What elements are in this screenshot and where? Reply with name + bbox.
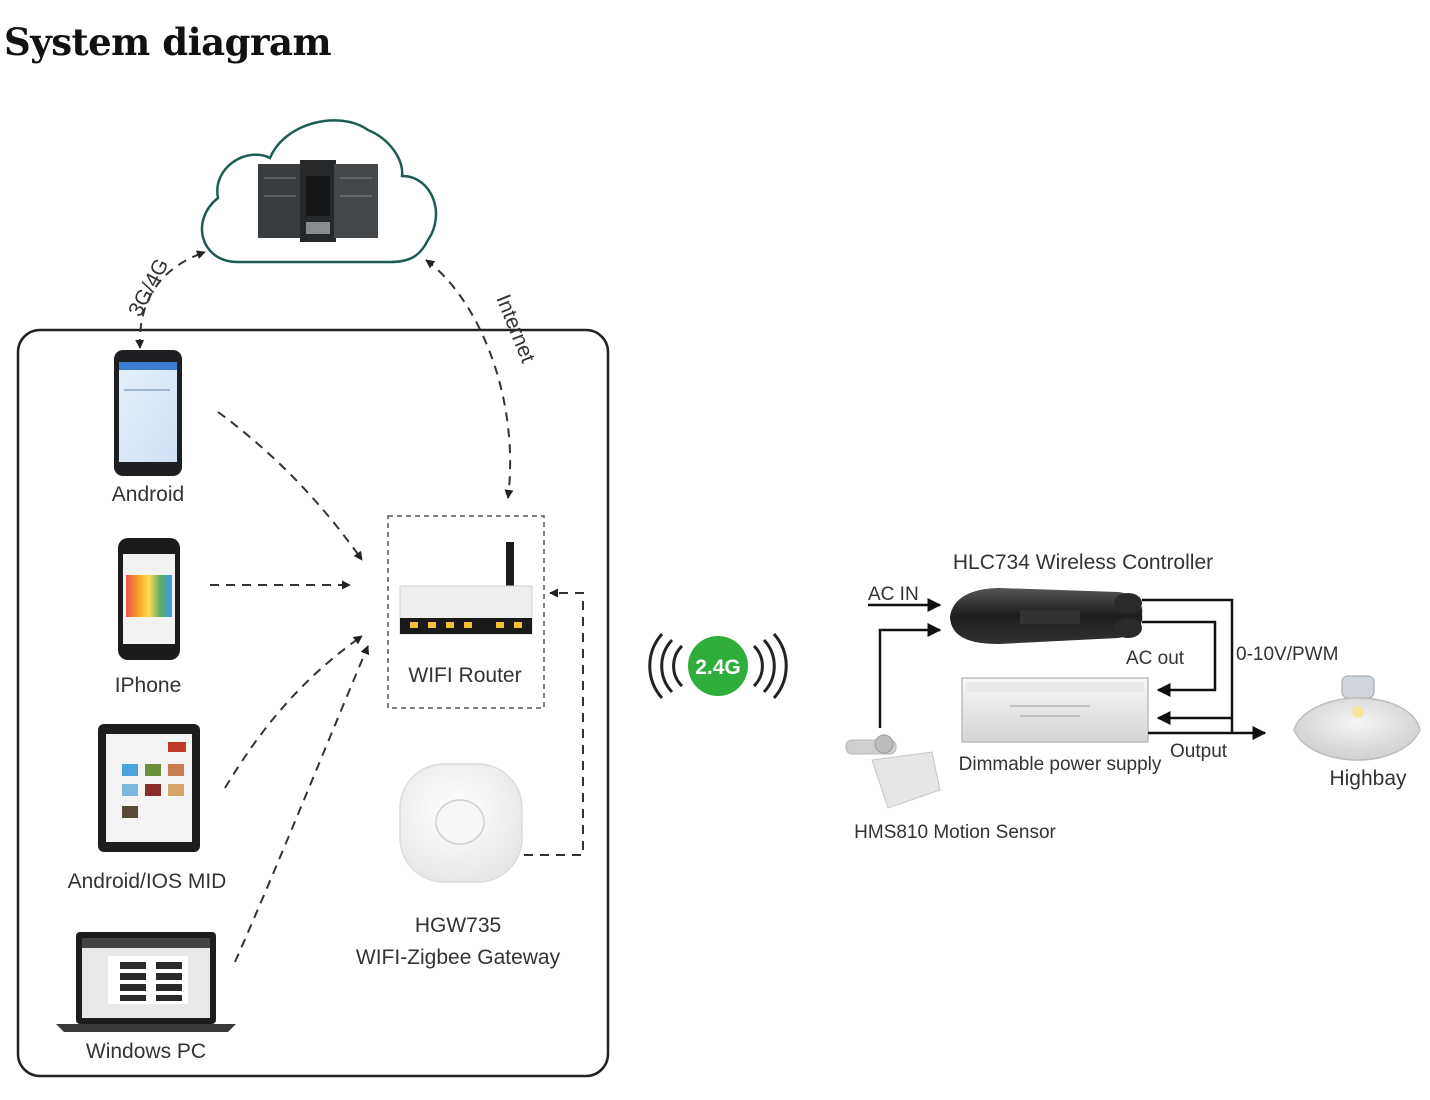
mid-to-router-arrow [224,635,363,789]
gateway-model-label: HGW735 [415,914,501,937]
highbay-lamp-icon [1293,675,1421,761]
power-supply-icon [961,677,1149,743]
zigbee-badge-label: 2.4G [695,656,741,679]
signal-label: 0-10V/PWM [1236,644,1338,665]
ac-out-arrow [1142,620,1217,697]
pc-label: Windows PC [86,1040,206,1063]
wireless-controller-icon [950,588,1143,644]
android-phone-icon [114,350,182,476]
laptop-icon [56,932,236,1032]
ac-out-label: AC out [1126,648,1185,669]
sensor-to-controller-arrow [878,623,942,728]
output-label: Output [1170,741,1228,762]
android-to-router-arrow [217,411,363,561]
ac-in-label: AC IN [868,584,919,605]
router-icon [399,542,533,635]
iphone-label: IPhone [115,674,182,697]
local-network-frame [16,328,610,1078]
zigbee-wireless-icon: 2.4G [648,633,788,699]
mobile-link-label: 3G/4G [124,255,173,320]
signal-line [1142,598,1234,733]
internet-link-arrow [425,259,514,499]
server-rack-icon [258,160,378,242]
page-title: System diagram [4,20,332,64]
tablet-icon [98,724,200,852]
psu-label: Dimmable power supply [959,754,1162,775]
cloud-server [200,119,438,264]
gateway-icon [399,763,523,883]
internet-link-label: Internet [491,291,539,366]
motion-sensor-icon [845,734,941,809]
controller-label: HLC734 Wireless Controller [953,551,1213,574]
mid-label: Android/IOS MID [68,870,227,893]
iphone-icon [118,538,180,660]
gateway-to-router-arrow [524,588,584,856]
router-label: WIFI Router [408,664,521,687]
pc-to-router-arrow [234,645,370,963]
sensor-label: HMS810 Motion Sensor [854,822,1056,843]
wifi-router: WIFI Router [387,515,545,709]
gateway-name-label: WIFI-Zigbee Gateway [356,946,561,969]
android-label: Android [112,483,184,506]
highbay-label: Highbay [1329,767,1407,790]
